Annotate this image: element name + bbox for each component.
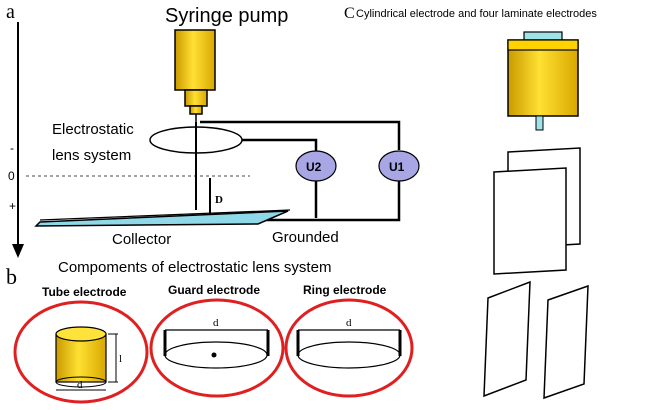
panel-c-title: Cylindrical electrode and four laminate … bbox=[356, 8, 597, 20]
axis-minus-label: - bbox=[10, 141, 14, 155]
grounded-label: Grounded bbox=[272, 229, 339, 246]
panel-b-label: b bbox=[6, 264, 17, 289]
panel-a: a Syringe pump - 0 + Electrostatic lens … bbox=[6, 1, 420, 258]
syringe-pump-title: Syringe pump bbox=[165, 5, 288, 27]
lens-label-line1: Electrostatic bbox=[52, 121, 134, 138]
tube-diameter-label: d bbox=[77, 379, 83, 391]
tube-electrode-outline bbox=[13, 300, 149, 404]
ring-electrode-label: Ring electrode bbox=[303, 283, 387, 297]
axis-plus-label: + bbox=[9, 199, 16, 213]
voltage-source-u2 bbox=[295, 150, 337, 182]
laminate-electrode-pair-lower bbox=[483, 280, 589, 400]
tube-length-label: l bbox=[119, 353, 122, 365]
distance-label: D bbox=[215, 194, 223, 206]
collector-label: Collector bbox=[112, 231, 171, 248]
wire-u1-top bbox=[200, 120, 401, 150]
panel-a-label: a bbox=[6, 1, 15, 23]
voltage-u1-label: U1 bbox=[389, 160, 405, 174]
ring-electrode-outline bbox=[284, 298, 414, 398]
ring-diameter-label: d bbox=[346, 317, 352, 329]
guard-electrode-outline bbox=[149, 298, 285, 398]
panel-b-title: Compoments of electrostatic lens system bbox=[58, 259, 331, 276]
voltage-source-u1 bbox=[378, 150, 420, 182]
wire-u2-top bbox=[242, 138, 318, 152]
guard-electrode-label: Guard electrode bbox=[168, 283, 260, 297]
tube-electrode-label: Tube electrode bbox=[42, 285, 127, 299]
cylindrical-electrode-icon bbox=[507, 31, 579, 131]
guard-electrode-icon bbox=[163, 329, 270, 369]
panel-c: C Cylindrical electrode and four laminat… bbox=[344, 5, 597, 400]
wire-u1-bottom bbox=[212, 180, 401, 222]
syringe-pump-icon bbox=[174, 29, 216, 122]
axis-zero-label: 0 bbox=[8, 169, 15, 183]
ring-electrode-icon bbox=[296, 329, 402, 369]
axis-arrowhead bbox=[12, 244, 24, 258]
guard-diameter-label: d bbox=[213, 317, 219, 329]
laminate-electrode-pair-upper bbox=[493, 147, 581, 275]
voltage-u2-label: U2 bbox=[306, 160, 322, 174]
panel-b: b Compoments of electrostatic lens syste… bbox=[6, 259, 414, 404]
panel-c-label: C bbox=[344, 5, 355, 22]
lens-label-line2: lens system bbox=[52, 147, 131, 164]
tube-electrode-icon bbox=[55, 326, 118, 391]
collector-plate bbox=[34, 210, 289, 227]
